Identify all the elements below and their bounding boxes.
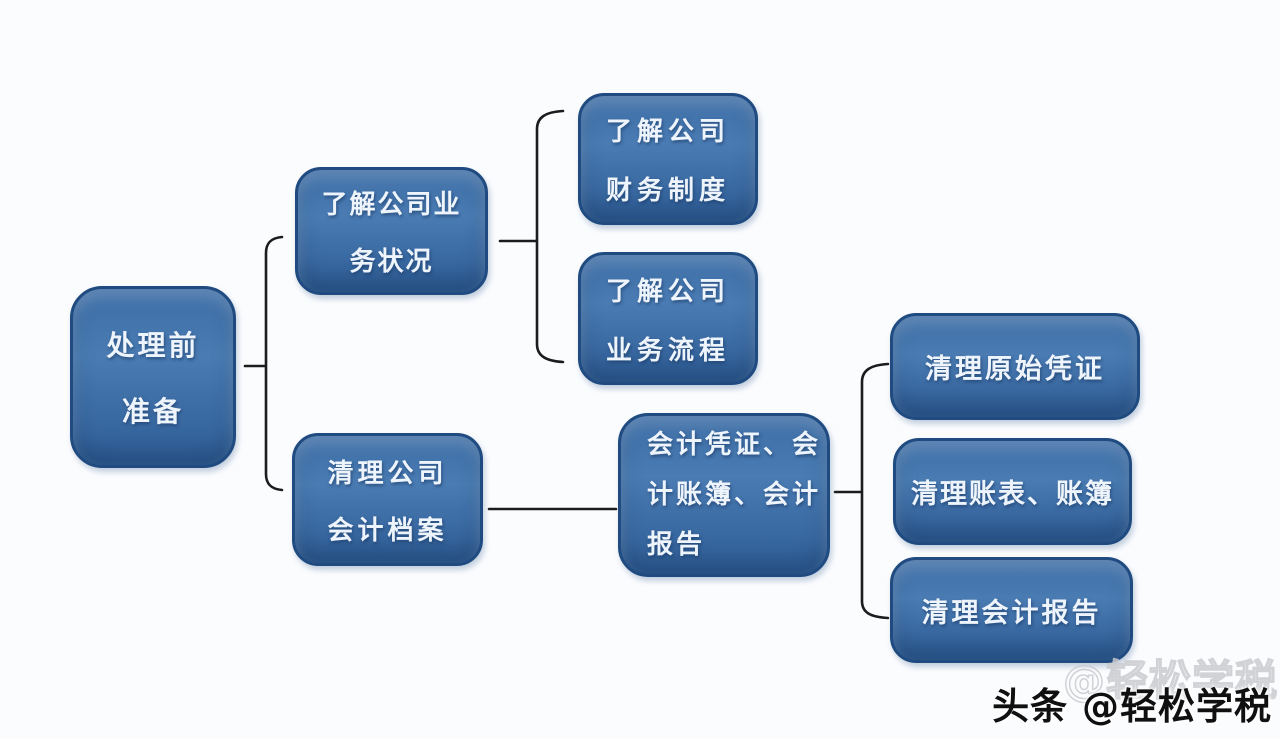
node-label-line: 了解公司业 bbox=[321, 190, 462, 220]
node-label-line: 清理公司 bbox=[327, 458, 448, 489]
node-understand-business-process: 了解公司 业务流程 bbox=[578, 252, 758, 385]
node-label-line: 处理前 bbox=[106, 329, 200, 362]
node-label-line: 准备 bbox=[121, 395, 184, 428]
node-label-line: 业务流程 bbox=[605, 335, 730, 366]
node-label-line: 计账簿、会计 bbox=[647, 480, 822, 510]
node-label-line: 报告 bbox=[647, 530, 706, 560]
node-clean-accounting-reports: 清理会计报告 bbox=[890, 557, 1133, 663]
node-label-line: 了解公司 bbox=[605, 117, 730, 147]
node-label-line: 了解公司 bbox=[605, 276, 730, 307]
node-label-line: 会计凭证、会 bbox=[647, 430, 822, 460]
connector-vouchers-bracket bbox=[833, 362, 890, 620]
node-clean-accounting-archives: 清理公司 会计档案 bbox=[292, 433, 483, 566]
node-label-line: 会计档案 bbox=[327, 515, 448, 546]
node-label-line: 财务制度 bbox=[605, 176, 730, 206]
node-clean-tables-books: 清理账表、账簿 bbox=[893, 438, 1132, 545]
node-label-line: 清理账表、账簿 bbox=[911, 479, 1114, 510]
node-understand-financial-system: 了解公司 财务制度 bbox=[578, 93, 758, 225]
node-label-line: 清理会计报告 bbox=[921, 597, 1102, 629]
node-vouchers-books-reports: 会计凭证、会 计账簿、会计 报告 bbox=[618, 413, 830, 577]
watermark-text: 头条 @轻松学税 bbox=[992, 685, 1272, 728]
connector-biz-status-bracket bbox=[498, 109, 565, 364]
node-understand-business-status: 了解公司业 务状况 bbox=[295, 167, 488, 295]
node-pre-processing-preparation: 处理前 准备 bbox=[70, 286, 236, 468]
node-label-line: 务状况 bbox=[349, 247, 434, 277]
node-label-line: 清理原始凭证 bbox=[925, 354, 1105, 385]
connector-root-bracket bbox=[243, 235, 284, 492]
node-clean-original-vouchers: 清理原始凭证 bbox=[890, 313, 1140, 420]
